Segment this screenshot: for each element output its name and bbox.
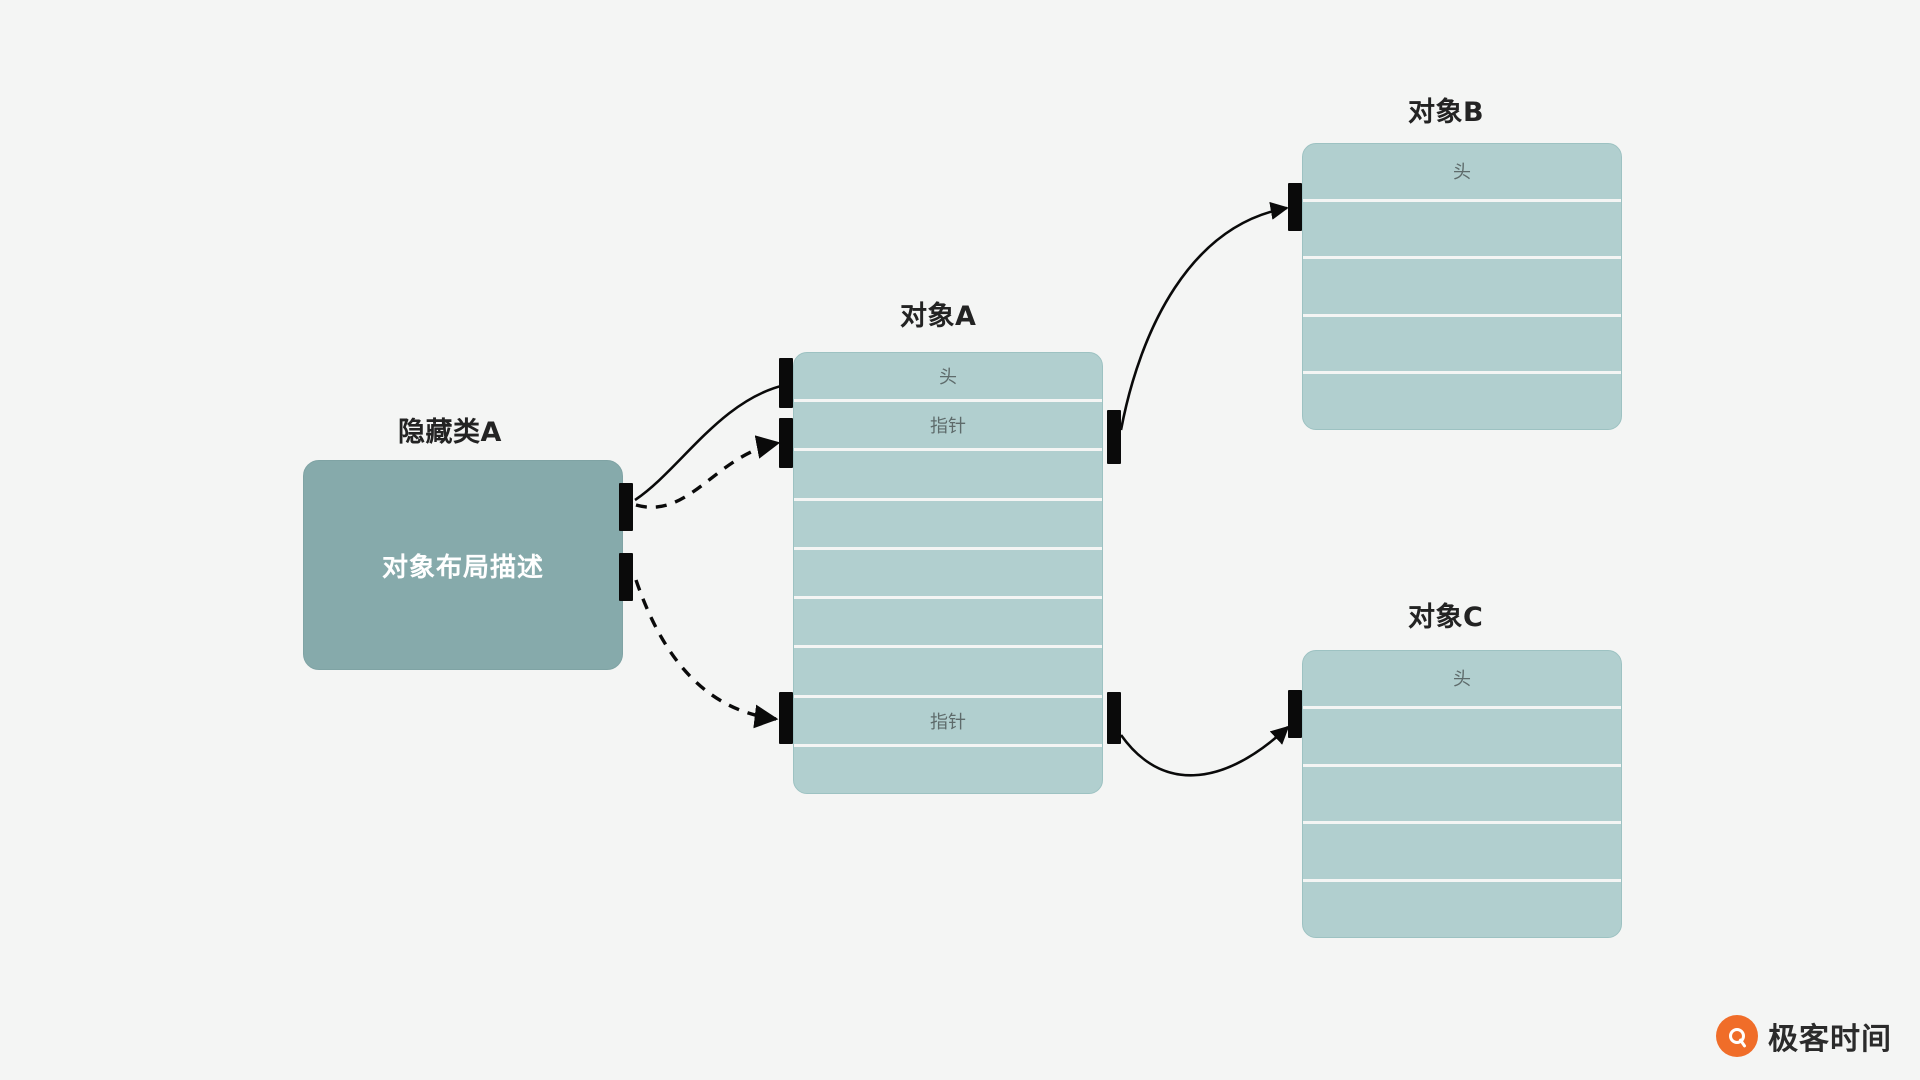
geekbang-wordmark: 极客时间	[1768, 1022, 1892, 1057]
object-b-row-1	[1303, 202, 1621, 260]
wire-hiddenclass-to-pointer1	[635, 435, 781, 509]
object-b-row-0: 头	[1303, 144, 1621, 202]
object-a-row-1: 指针	[794, 402, 1102, 452]
wire-hiddenclass-to-objecta-head	[634, 383, 786, 502]
port-hiddenclass-top[interactable]	[619, 483, 633, 531]
object-c-row-2	[1303, 767, 1621, 825]
port-hiddenclass-bottom[interactable]	[619, 553, 633, 601]
object-a-row-5	[794, 599, 1102, 649]
object-a-title: 对象A	[900, 301, 977, 332]
port-objecta-pointer1-left[interactable]	[779, 418, 793, 468]
object-c-row-0: 头	[1303, 651, 1621, 709]
object-c-title: 对象C	[1408, 602, 1484, 633]
wire-objecta-to-objectc	[1119, 725, 1290, 777]
object-c-row-3	[1303, 824, 1621, 883]
wire-hiddenclass-to-pointer2	[634, 579, 779, 729]
object-c-row-1	[1303, 709, 1621, 767]
wire-objecta-to-objectb	[1119, 201, 1289, 431]
object-a-row-0: 头	[794, 353, 1102, 403]
object-a-row-3	[794, 501, 1102, 550]
object-b-row-4	[1303, 374, 1621, 429]
object-b-row-2	[1303, 259, 1621, 317]
object-a-box[interactable]: 头 指针 指针	[793, 352, 1103, 794]
geekbang-circle-icon	[1716, 1015, 1758, 1057]
port-objecta-pointer2-right[interactable]	[1107, 692, 1121, 744]
port-objectc-head-left[interactable]	[1288, 690, 1302, 738]
object-b-box[interactable]: 头	[1302, 143, 1622, 430]
port-objecta-pointer2-left[interactable]	[779, 692, 793, 744]
hidden-class-box[interactable]: 对象布局描述	[303, 460, 623, 670]
object-a-row-7: 指针	[794, 698, 1102, 747]
object-b-title: 对象B	[1408, 97, 1485, 128]
object-a-row-6	[794, 648, 1102, 698]
port-objecta-head-left[interactable]	[779, 358, 793, 408]
geekbang-mark-glyph	[1729, 1028, 1745, 1044]
geekbang-watermark: 极客时间	[1716, 1014, 1892, 1058]
object-a-row-4	[794, 550, 1102, 600]
object-b-row-3	[1303, 317, 1621, 375]
hidden-class-title: 隐藏类A	[398, 417, 502, 448]
hidden-class-label: 对象布局描述	[381, 552, 544, 583]
object-c-box[interactable]: 头	[1302, 650, 1622, 938]
object-c-row-4	[1303, 882, 1621, 937]
port-objecta-pointer1-right[interactable]	[1107, 410, 1121, 464]
object-a-row-2	[794, 451, 1102, 501]
port-objectb-head-left[interactable]	[1288, 183, 1302, 231]
object-a-row-8	[794, 747, 1102, 793]
